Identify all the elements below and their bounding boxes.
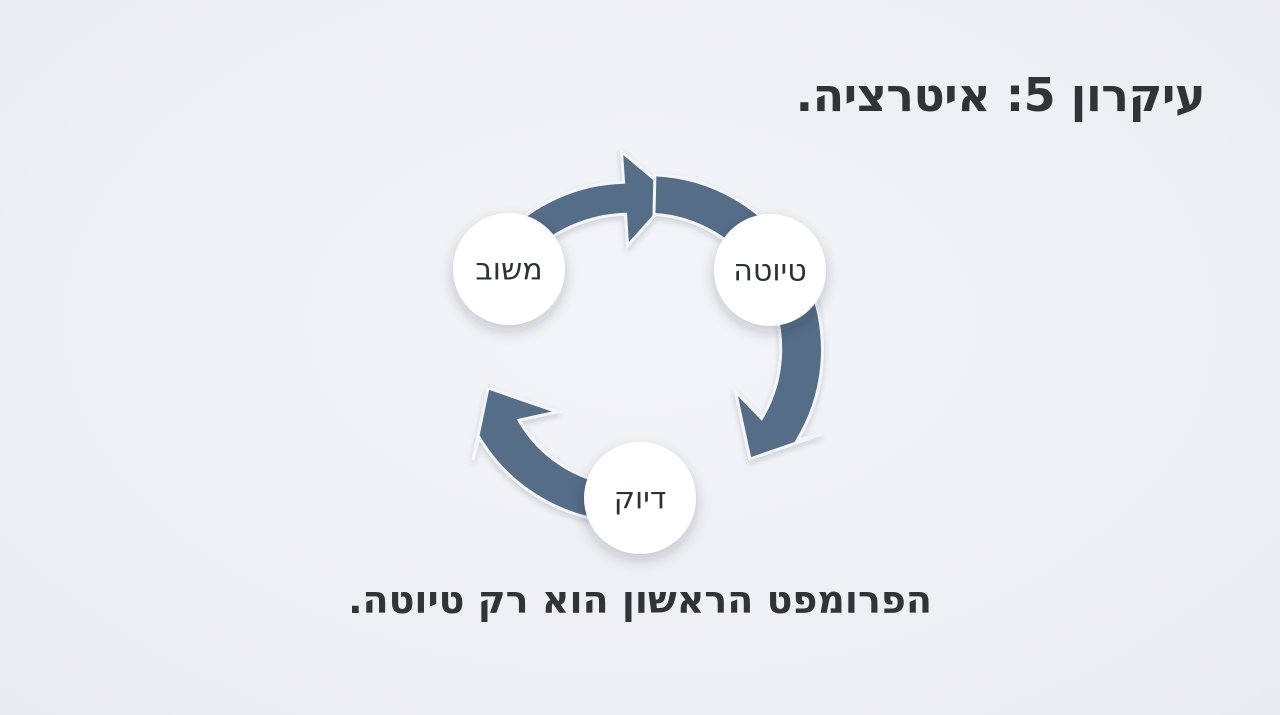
cycle-node-precision-label: דיוק (614, 482, 667, 517)
cycle-node-draft-label: טיוטה (733, 254, 806, 289)
cycle-arrow-precision-to-feedback (471, 386, 617, 524)
cycle-node-feedback: משוב (453, 213, 565, 325)
slide-title: עיקרון 5: איטרציה. (795, 68, 1206, 122)
cycle-node-draft: טיוטה (714, 214, 826, 326)
cycle-node-feedback-label: משוב (475, 253, 542, 288)
cycle-node-precision: דיוק (584, 442, 696, 554)
slide-caption: הפרומפט הראשון הוא רק טיוטה. (348, 578, 932, 622)
